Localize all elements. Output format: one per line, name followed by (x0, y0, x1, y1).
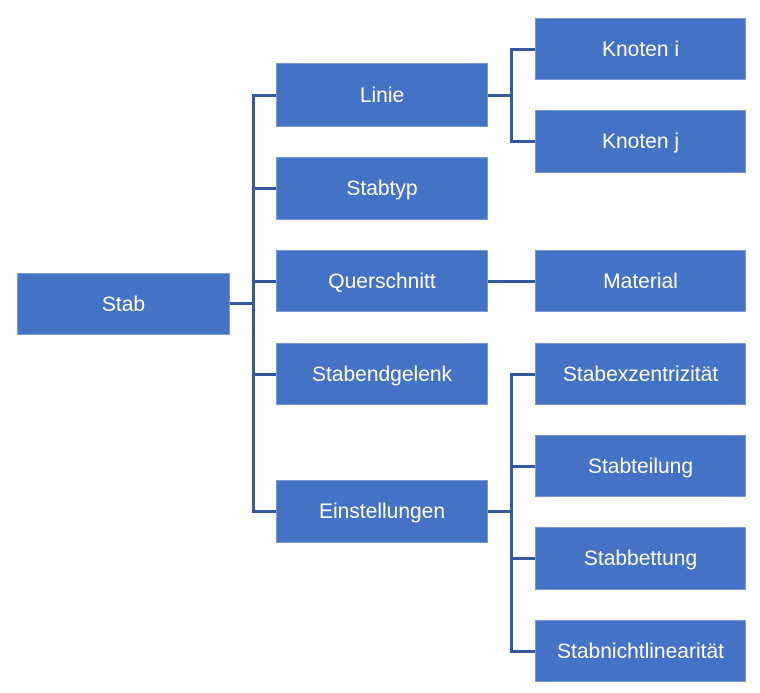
connector-stub-knoten-i (510, 48, 535, 51)
connector-einstellungen-trunk (510, 373, 513, 653)
connector-stub-stabbettung (510, 557, 535, 560)
node-knoten-j: Knoten j (535, 110, 746, 173)
connector-linie-trunk (510, 48, 513, 143)
node-stabnichtlinearitaet: Stabnichtlinearität (535, 620, 746, 682)
node-material: Material (535, 250, 746, 312)
connector-stub-querschnitt (252, 280, 276, 283)
node-knoten-i: Knoten i (535, 18, 746, 80)
connector-querschnitt-material (488, 280, 535, 283)
connector-left-trunk (252, 94, 255, 513)
node-stabexzentrizitaet: Stabexzentrizität (535, 343, 746, 405)
node-stabtyp: Stabtyp (276, 157, 488, 220)
node-einstellungen: Einstellungen (276, 480, 488, 543)
node-linie: Linie (276, 63, 488, 127)
connector-stub-stabteilung (510, 465, 535, 468)
node-stabendgelenk: Stabendgelenk (276, 343, 488, 405)
node-stab: Stab (17, 273, 230, 335)
connector-linie-out (488, 94, 512, 97)
connector-stub-stabexzentrizitaet (510, 373, 535, 376)
node-querschnitt: Querschnitt (276, 250, 488, 312)
connector-stub-stabnichtlinearitaet (510, 650, 535, 653)
connector-stub-stabendgelenk (252, 373, 276, 376)
connector-stub-knoten-j (510, 140, 535, 143)
node-stabteilung: Stabteilung (535, 435, 746, 497)
connector-stab-out (230, 302, 253, 305)
connector-stub-stabtyp (252, 187, 276, 190)
node-stabbettung: Stabbettung (535, 527, 746, 590)
connector-einstellungen-out (488, 510, 512, 513)
connector-stub-einstellungen (252, 510, 276, 513)
connector-stub-linie (252, 94, 276, 97)
